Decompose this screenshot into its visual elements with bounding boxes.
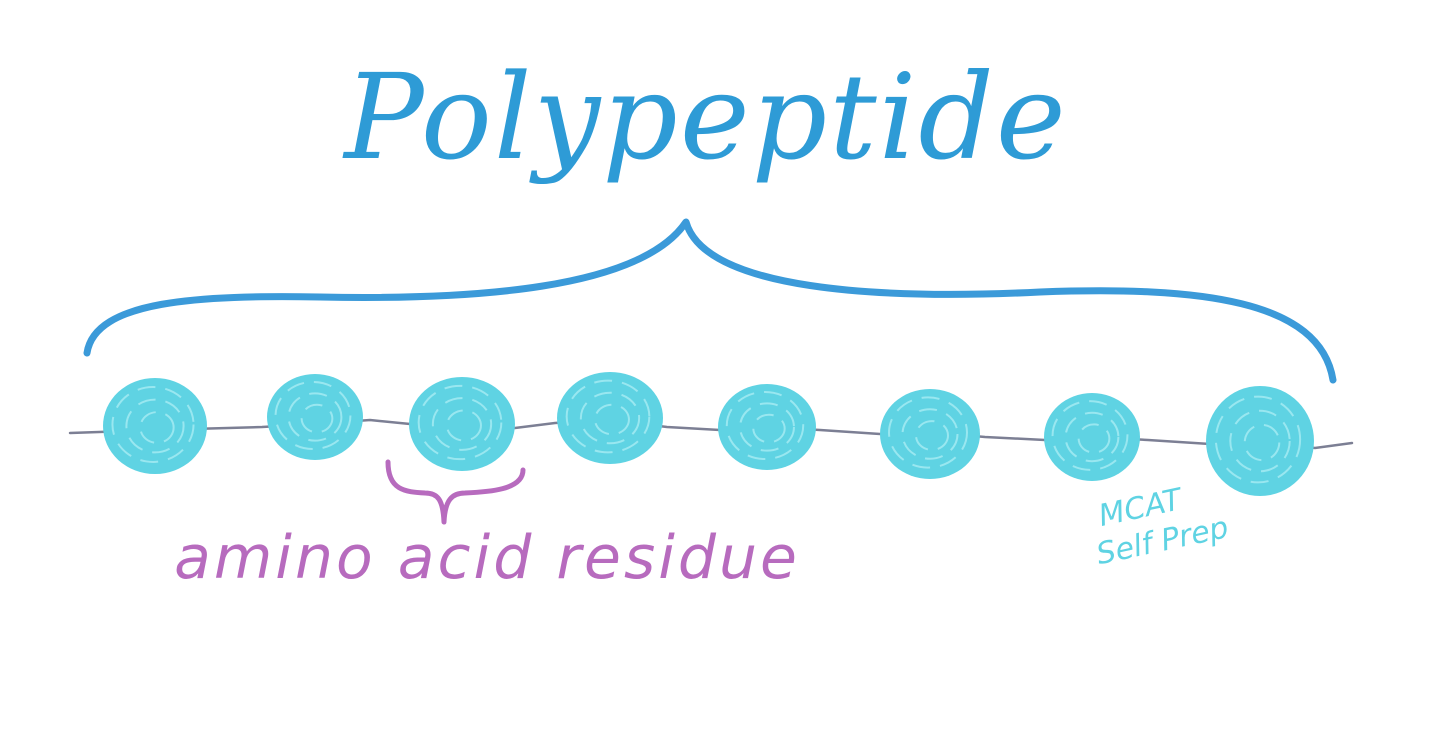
residue-circle [103, 378, 207, 474]
amino-acid-residue [880, 389, 980, 479]
residue-swirl [1064, 411, 1120, 463]
residue-swirl [125, 398, 185, 454]
residue-swirl [417, 384, 503, 461]
amino-acid-residue [1044, 393, 1140, 481]
residue-swirl [300, 403, 334, 434]
diagram-title: Polypeptide [342, 48, 1068, 186]
residue-circle [409, 377, 515, 471]
residue-swirl [725, 390, 805, 461]
residue-swirl [1229, 409, 1291, 473]
residue-swirl [1051, 400, 1129, 471]
residue-swirl [274, 380, 352, 451]
residue-circle [718, 384, 816, 470]
residue-swirl [446, 409, 482, 442]
residue-chain [103, 372, 1314, 496]
residue-swirl [565, 379, 651, 454]
amino-acid-residue-label: amino acid residue [174, 523, 800, 593]
residue-swirl [1214, 395, 1302, 484]
residue-circle [1206, 386, 1314, 496]
amino-acid-residue [409, 377, 515, 471]
residue-circle [267, 374, 363, 460]
residue-swirl [1077, 423, 1111, 454]
amino-acid-residue [718, 384, 816, 470]
peptide-backbone [68, 418, 1354, 450]
amino-acid-residue [557, 372, 663, 464]
amino-acid-residue [1206, 386, 1314, 496]
residue-swirl [1243, 423, 1281, 462]
watermark: MCAT Self Prep [1093, 482, 1231, 572]
amino-acid-residue [103, 378, 207, 474]
residue-brace [385, 459, 526, 525]
polypeptide-brace [83, 218, 1337, 384]
residue-swirl [287, 392, 343, 442]
residue-swirl [139, 411, 175, 444]
residue-swirl [915, 420, 949, 451]
residue-circle [557, 372, 663, 464]
residue-swirl [579, 391, 641, 445]
residue-circle [880, 389, 980, 479]
residue-swirl [594, 403, 630, 436]
residue-swirl [739, 402, 795, 452]
residue-swirl [901, 408, 959, 460]
amino-acid-residue [267, 374, 363, 460]
residue-swirl [752, 413, 786, 444]
residue-swirl [431, 397, 493, 451]
residue-swirl [888, 396, 968, 469]
residue-circle [1044, 393, 1140, 481]
residue-swirl [111, 386, 195, 463]
